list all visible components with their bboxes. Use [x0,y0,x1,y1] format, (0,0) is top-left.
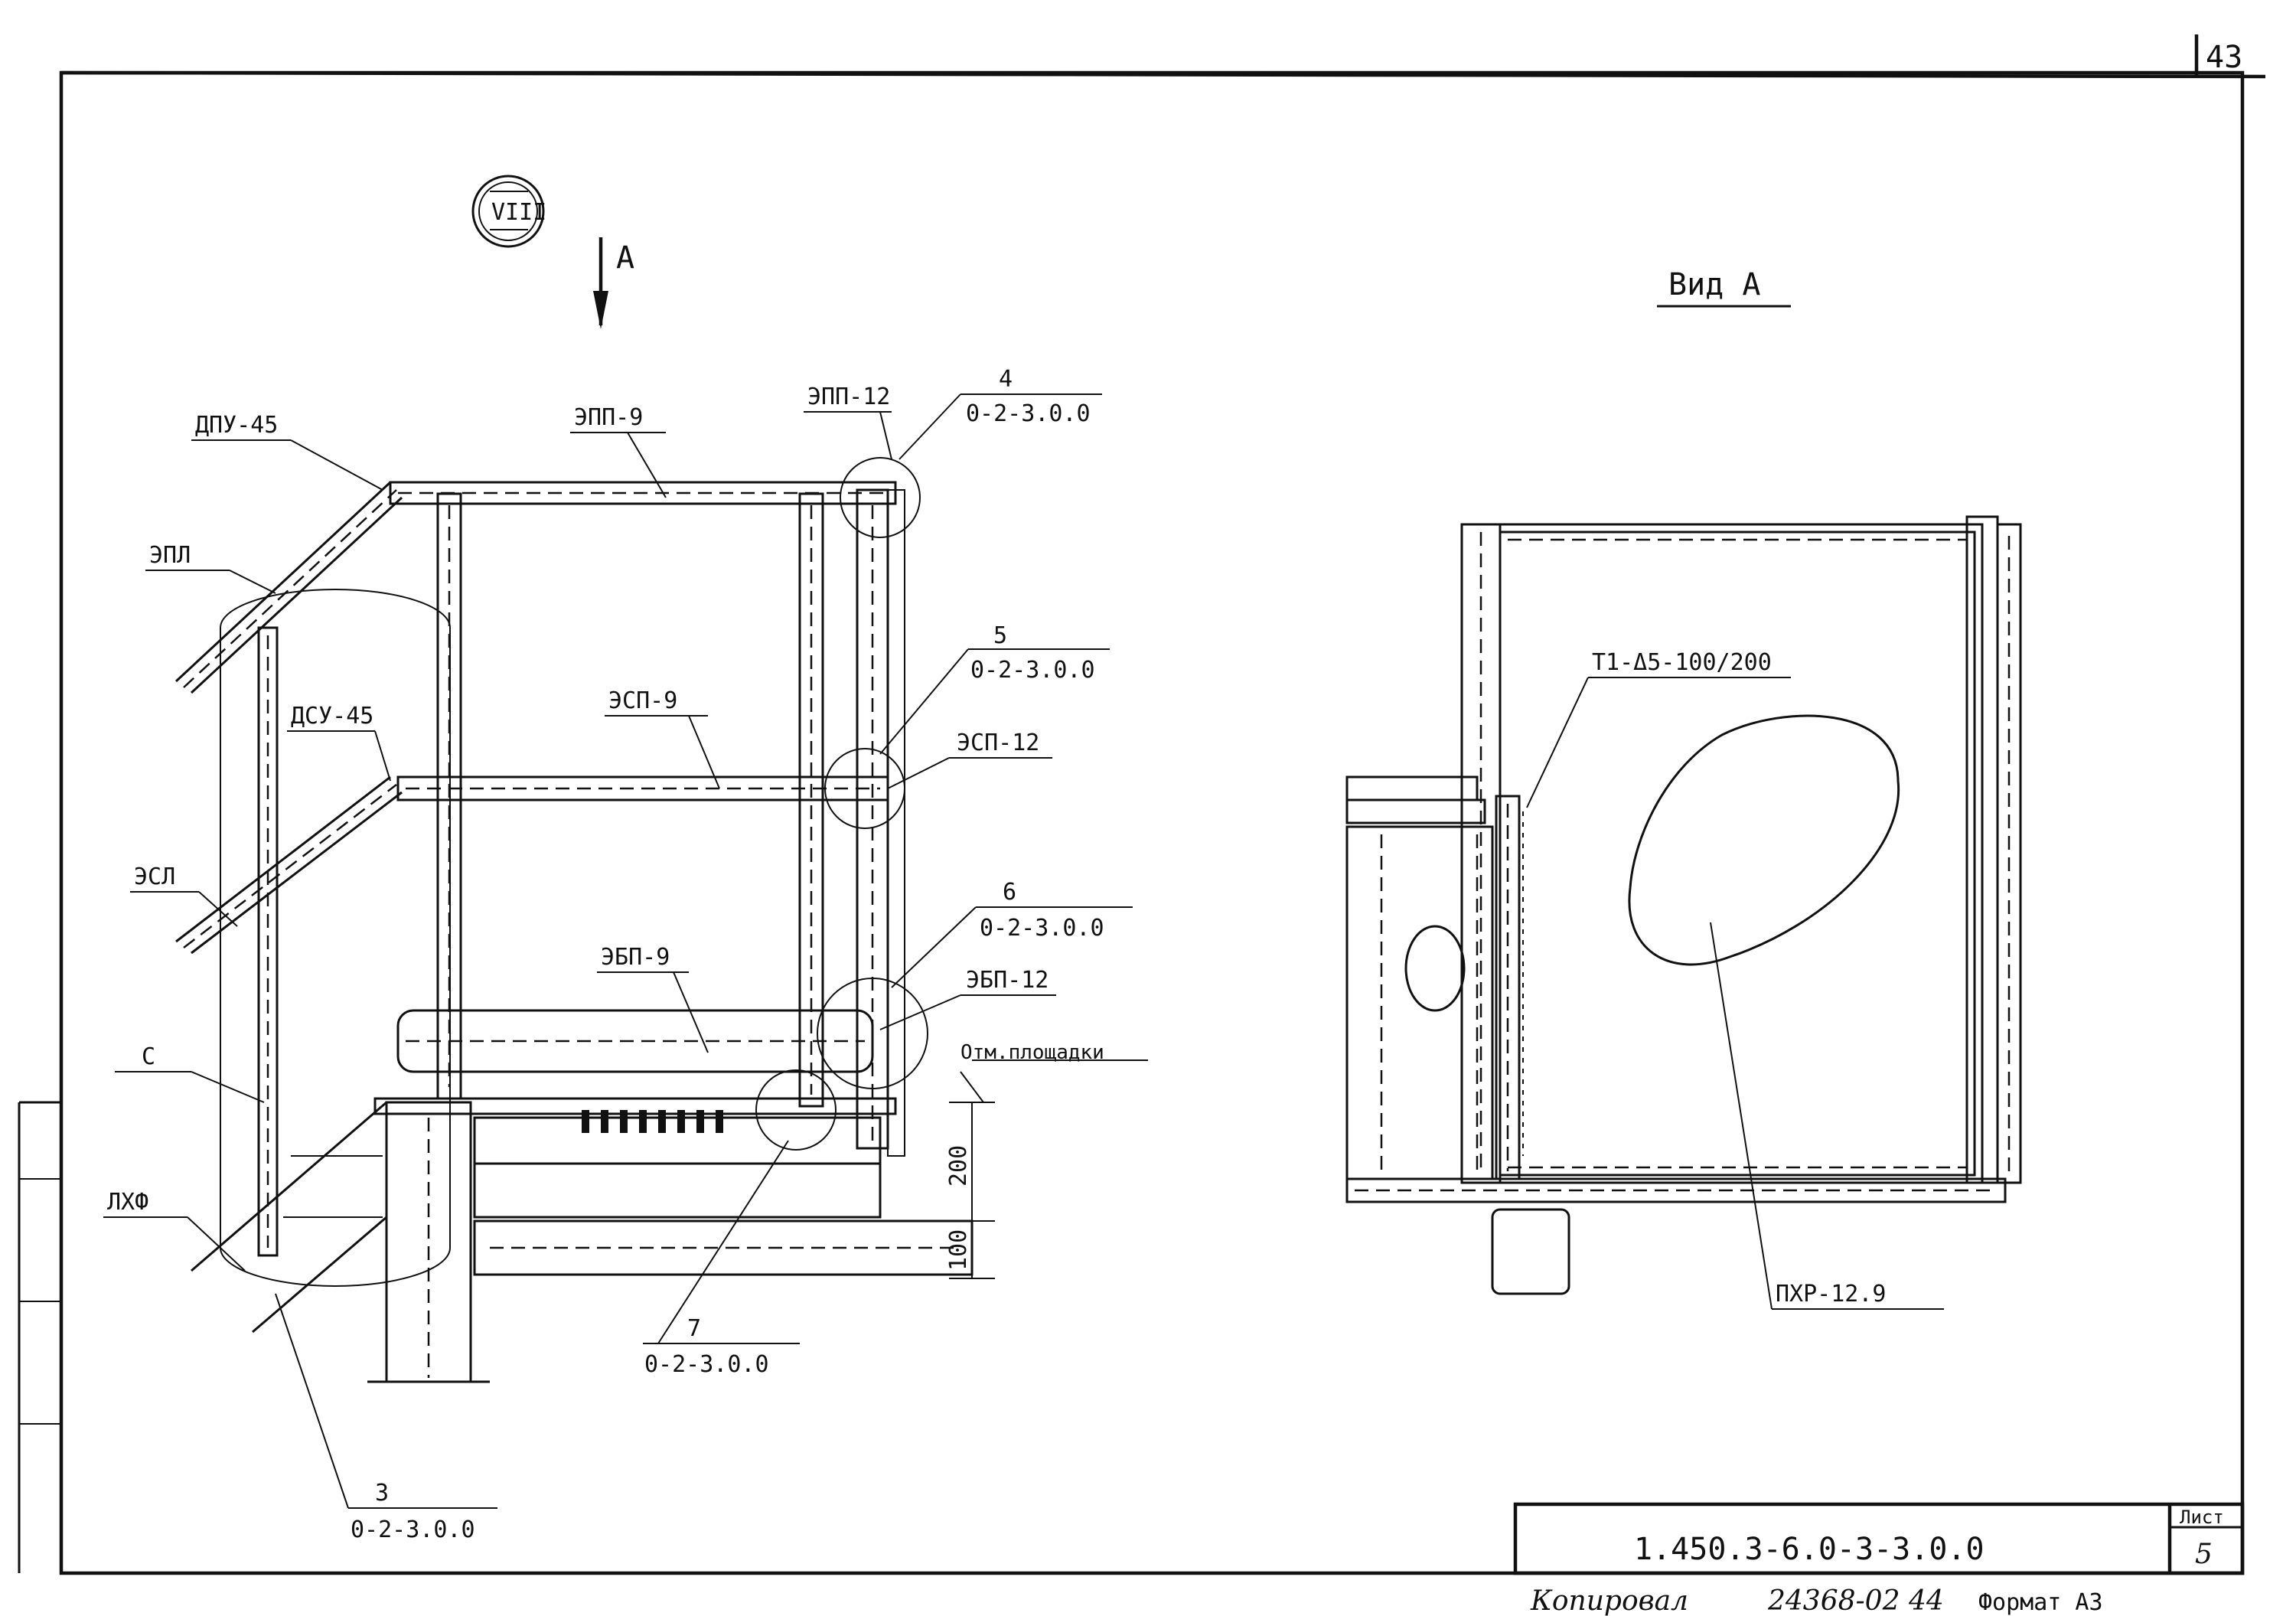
callout-5-ref: 0-2-3.0.0 [970,657,1095,684]
section-mark: VIII [471,175,546,248]
callout-4: 4 0-2-3.0.0 [899,366,1102,460]
label-weld: Т1-Δ5-100/200 [1592,649,1772,676]
title-designation: 1.450.3-6.0-3-3.0.0 [1634,1532,1985,1567]
section-mark-label: VIII [491,199,546,226]
callout-3-ref: 0-2-3.0.0 [351,1516,475,1543]
footer-copied: Копировал [1530,1585,1688,1616]
page-number: 43 [2206,40,2242,75]
label-ebp12: ЭБП-12 [966,967,1049,994]
callout-7-ref: 0-2-3.0.0 [644,1351,769,1378]
callout-7: 7 0-2-3.0.0 [643,1140,800,1378]
label-platform-mark: Отм.площадки [960,1041,1104,1064]
left-elevation [174,457,1148,1383]
right-view-labels: Т1-Δ5-100/200 ПХР-12.9 [1526,649,1944,1310]
view-arrow-label: А [616,240,634,276]
label-lhf: ЛХФ [107,1189,148,1216]
grating [582,1110,723,1133]
callout-6-ref: 0-2-3.0.0 [980,915,1104,942]
title-sheet-label: Лист [2180,1507,2224,1528]
title-block: 1.450.3-6.0-3-3.0.0 Лист 5 [1513,1502,2245,1575]
label-ebp9: ЭБП-9 [601,944,670,971]
label-epp9: ЭПП-9 [574,404,643,431]
callout-6: 6 0-2-3.0.0 [891,879,1133,988]
title-sheet-number: 5 [2195,1539,2213,1570]
callout-5-number: 5 [993,622,1007,649]
callout-5: 5 0-2-3.0.0 [879,622,1110,755]
dim-100: 100 [945,1229,972,1271]
callout-7-number: 7 [687,1315,701,1342]
label-epl: ЭПЛ [149,542,191,569]
view-title: Вид А [1668,267,1760,302]
callout-4-ref: 0-2-3.0.0 [966,400,1091,427]
label-dpu: ДПУ-45 [195,412,278,439]
dim-200: 200 [945,1145,972,1187]
label-mesh: ПХР-12.9 [1776,1281,1887,1307]
callout-3-number: 3 [375,1480,389,1507]
label-s: С [142,1043,155,1070]
callout-4-number: 4 [999,366,1013,393]
left-view-labels: ДПУ-45 ЭПЛ ДСУ-45 ЭСЛ С ЛХФ ЭПП-9 ЭПП-12… [103,384,1104,1272]
label-esp9: ЭСП-9 [608,687,677,714]
label-esp12: ЭСП-12 [957,730,1039,756]
view-arrow: А [593,237,634,329]
callout-3: 3 0-2-3.0.0 [275,1293,497,1543]
sheet-frame [18,34,2266,1575]
callout-6-number: 6 [1003,879,1016,906]
footer: Копировал 24368-02 44 Формат А3 [1530,1585,2103,1616]
label-epp12: ЭПП-12 [807,384,890,410]
label-dsu: ДСУ-45 [291,703,373,730]
right-view [1345,515,2022,1295]
footer-order: 24368-02 44 [1767,1585,1944,1616]
footer-format: Формат А3 [1978,1589,2103,1616]
label-esl: ЭСЛ [134,863,175,890]
